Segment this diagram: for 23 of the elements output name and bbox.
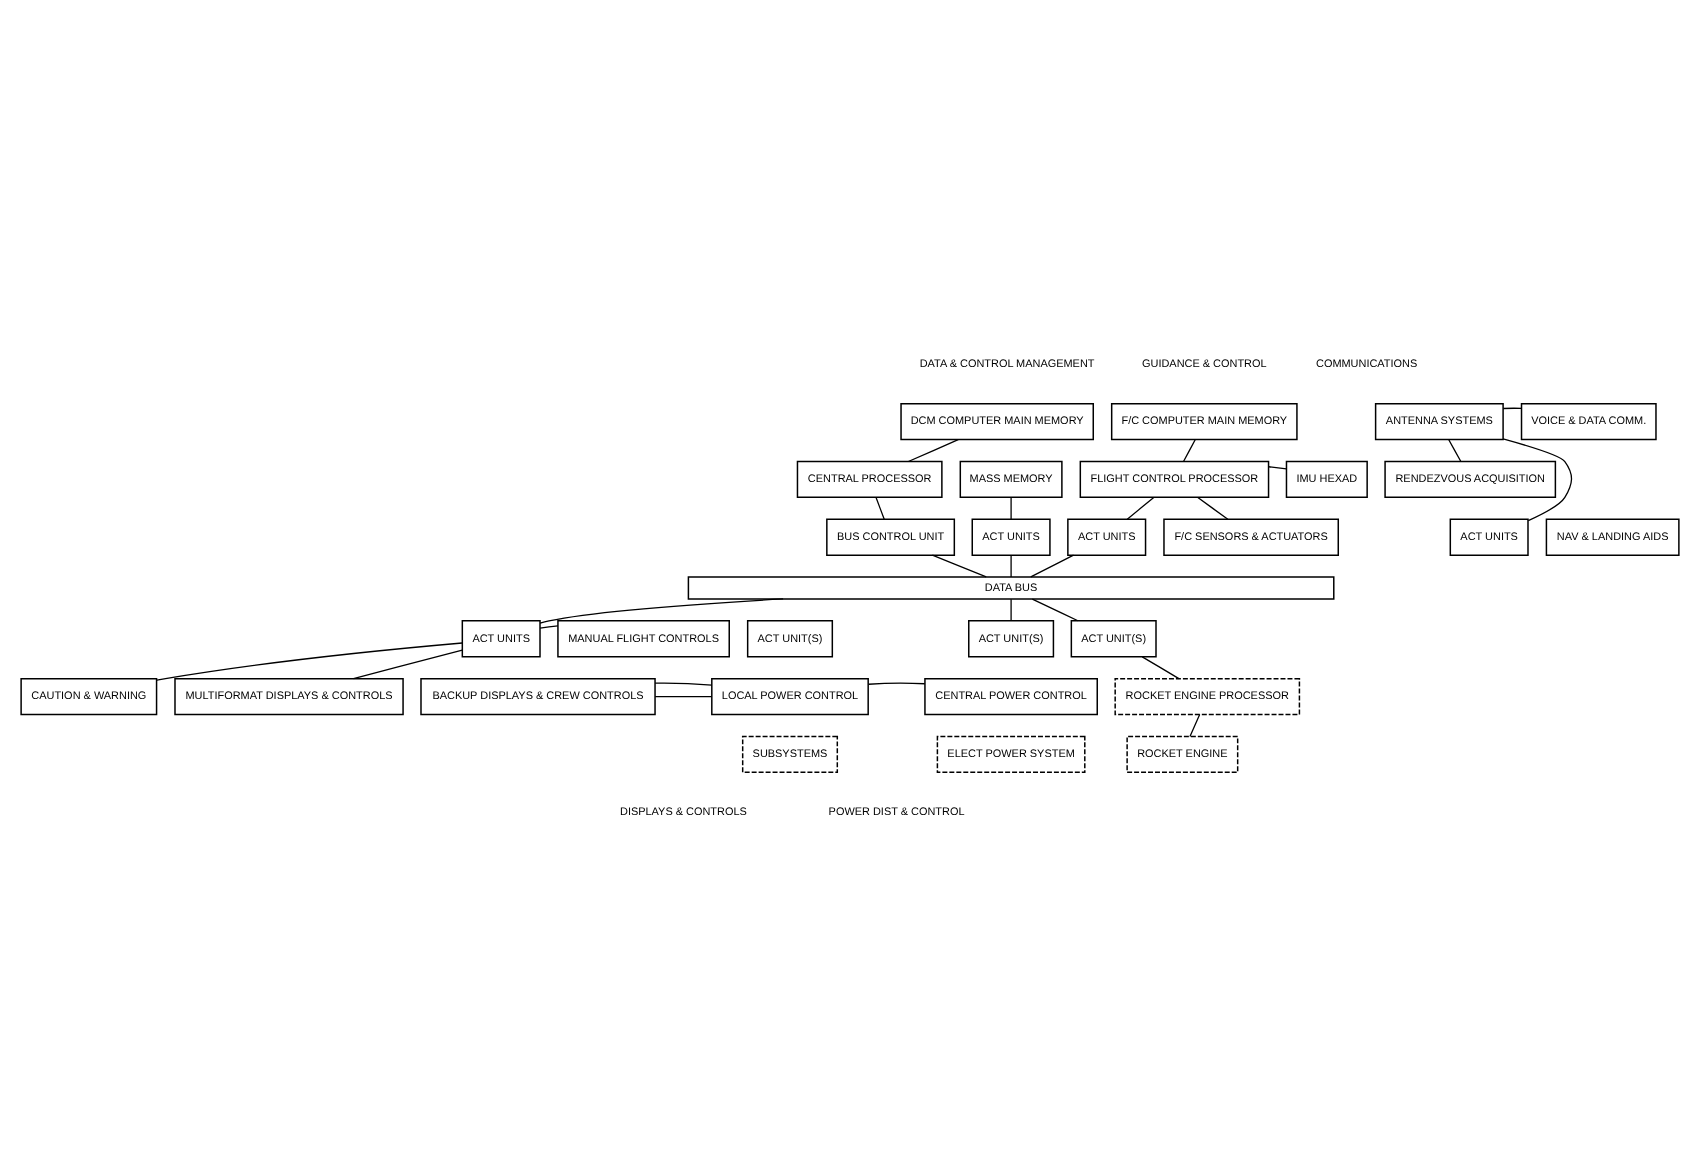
- connector: [654, 695, 713, 698]
- connector: [1182, 439, 1196, 463]
- connector: [1010, 554, 1012, 578]
- connector: [156, 642, 463, 681]
- connector: [1502, 407, 1522, 410]
- connector: [352, 649, 463, 680]
- connector: [1141, 656, 1180, 680]
- connector: [539, 598, 784, 624]
- connector: [1268, 466, 1288, 470]
- connector: [539, 625, 559, 629]
- connector: [1126, 496, 1155, 520]
- connector: [1010, 496, 1012, 520]
- connector: [1448, 439, 1462, 463]
- connector: [931, 554, 987, 578]
- connector: [1010, 598, 1012, 622]
- connector: [1502, 438, 1573, 522]
- connector: [1030, 554, 1075, 578]
- connector: [1197, 496, 1229, 520]
- connector: [867, 682, 926, 685]
- connector: [1189, 713, 1201, 738]
- connector: [654, 682, 713, 686]
- connector: [875, 496, 885, 520]
- connector: [1031, 598, 1079, 622]
